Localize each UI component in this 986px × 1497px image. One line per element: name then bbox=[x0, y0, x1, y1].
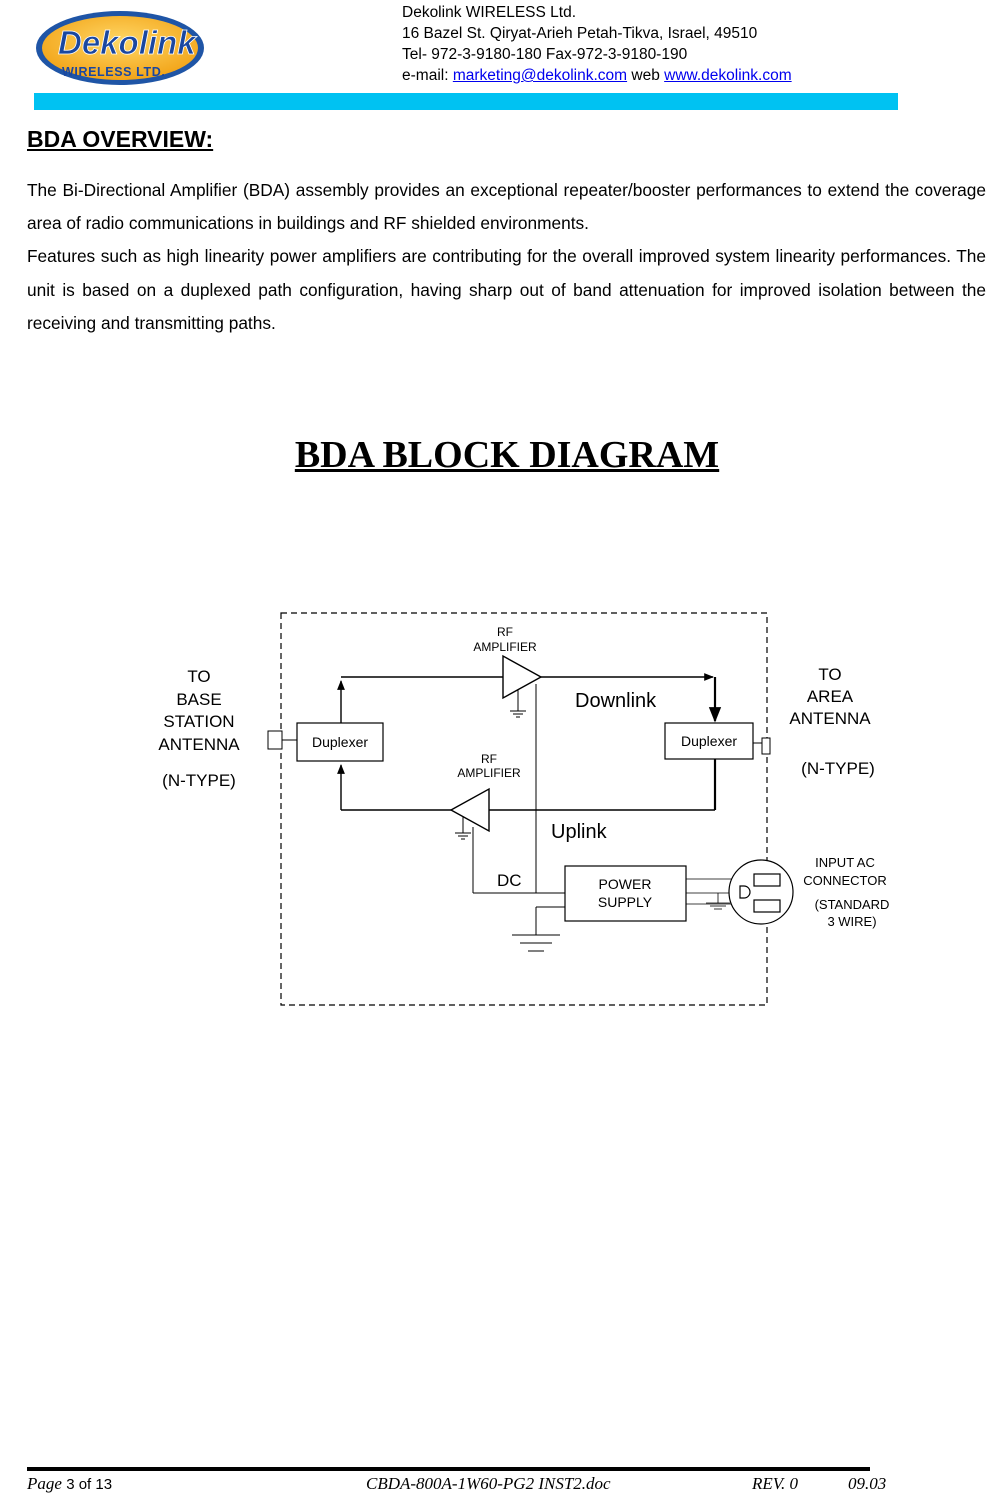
email-link[interactable]: marketing@dekolink.com bbox=[452, 67, 628, 84]
left-antenna-label-1: TO bbox=[187, 667, 210, 686]
web-label: web bbox=[627, 67, 665, 84]
rf-amp-bottom-label-2: AMPLIFIER bbox=[457, 766, 521, 780]
overview-title: BDA OVERVIEW: bbox=[27, 126, 214, 152]
overview-body: The Bi-Directional Amplifier (BDA) assem… bbox=[27, 174, 986, 340]
right-antenna-label-3: ANTENNA bbox=[789, 709, 871, 728]
ac-connector-label-1: INPUT AC bbox=[815, 855, 875, 870]
ground-icon-bottom bbox=[455, 816, 471, 840]
duplexer-left-label: Duplexer bbox=[312, 734, 368, 750]
ac-connector-icon bbox=[728, 859, 794, 925]
web-link[interactable]: www.dekolink.com bbox=[664, 67, 792, 84]
company-contact: e-mail: marketing@dekolink.com web www.d… bbox=[402, 65, 792, 86]
company-name: Dekolink WIRELESS Ltd. bbox=[402, 4, 577, 21]
logo-brand: Dekolink bbox=[58, 24, 197, 61]
rf-amp-bottom-label-1: RF bbox=[481, 752, 497, 766]
left-antenna-label-4: ANTENNA bbox=[158, 735, 240, 754]
rf-amp-top-label-2: AMPLIFIER bbox=[473, 640, 537, 654]
rf-amplifier-bottom bbox=[449, 787, 490, 833]
header-divider-bar bbox=[34, 93, 898, 110]
page-current: 3 bbox=[66, 1476, 75, 1493]
page-of: of bbox=[74, 1476, 96, 1493]
duplexer-left-box bbox=[296, 722, 384, 762]
right-antenna-label-1: TO bbox=[818, 665, 841, 684]
company-info: Dekolink WIRELESS Ltd. 16 Bazel St. Qiry… bbox=[402, 2, 792, 86]
company-phone: Tel- 972-3-9180-180 Fax-972-3-9180-190 bbox=[402, 46, 688, 63]
duplexer-right-box bbox=[664, 722, 754, 760]
left-antenna-label-2: BASE bbox=[176, 690, 221, 709]
document-date: 09.03 bbox=[848, 1474, 887, 1493]
power-supply-label-1: POWER bbox=[599, 876, 652, 892]
diagram-title: BDA BLOCK DIAGRAM bbox=[294, 434, 720, 476]
email-label: e-mail: bbox=[402, 67, 453, 84]
right-antenna-label-2: AREA bbox=[807, 687, 854, 706]
rf-amplifier-top bbox=[502, 654, 543, 700]
right-antenna-connector bbox=[761, 737, 771, 755]
company-logo: Dekolink WIRELESS LTD. bbox=[36, 11, 204, 85]
rf-amp-top-label-1: RF bbox=[497, 625, 513, 639]
logo-subtitle: WIRELESS LTD. bbox=[62, 65, 165, 79]
uplink-label: Uplink bbox=[551, 821, 608, 843]
logo-inner bbox=[42, 16, 198, 80]
page-total: 13 bbox=[95, 1476, 113, 1493]
ac-connector-label-2: CONNECTOR bbox=[803, 873, 887, 888]
dc-label: DC bbox=[497, 871, 522, 890]
page-prefix: Page bbox=[27, 1474, 67, 1493]
ac-standard-label-1: (STANDARD bbox=[815, 897, 890, 912]
right-antenna-type: (N-TYPE) bbox=[801, 759, 875, 778]
ground-icon-chassis bbox=[706, 893, 730, 910]
document-revision: REV. 0 bbox=[752, 1474, 798, 1493]
enclosure-outline bbox=[280, 612, 768, 1006]
ac-standard-label-2: 3 WIRE) bbox=[827, 914, 876, 929]
footer-rule bbox=[27, 1467, 870, 1471]
duplexer-right-label: Duplexer bbox=[681, 733, 737, 749]
document-name: CBDA-800A-1W60-PG2 INST2.doc bbox=[366, 1474, 611, 1493]
ground-icon-supply bbox=[512, 934, 560, 952]
ground-icon-top bbox=[510, 690, 526, 718]
left-antenna-connector bbox=[267, 730, 283, 750]
left-antenna-type: (N-TYPE) bbox=[162, 771, 236, 790]
overview-paragraph-2: Features such as high linearity power am… bbox=[27, 246, 986, 333]
left-antenna-label-3: STATION bbox=[163, 712, 234, 731]
power-supply-label-2: SUPPLY bbox=[598, 894, 653, 910]
overview-paragraph-1: The Bi-Directional Amplifier (BDA) assem… bbox=[27, 180, 986, 234]
company-address: 16 Bazel St. Qiryat-Arieh Petah-Tikva, I… bbox=[402, 25, 758, 42]
page-number: Page 3 of 13 bbox=[27, 1474, 112, 1494]
downlink-label: Downlink bbox=[575, 690, 657, 712]
power-supply-box bbox=[564, 865, 687, 922]
